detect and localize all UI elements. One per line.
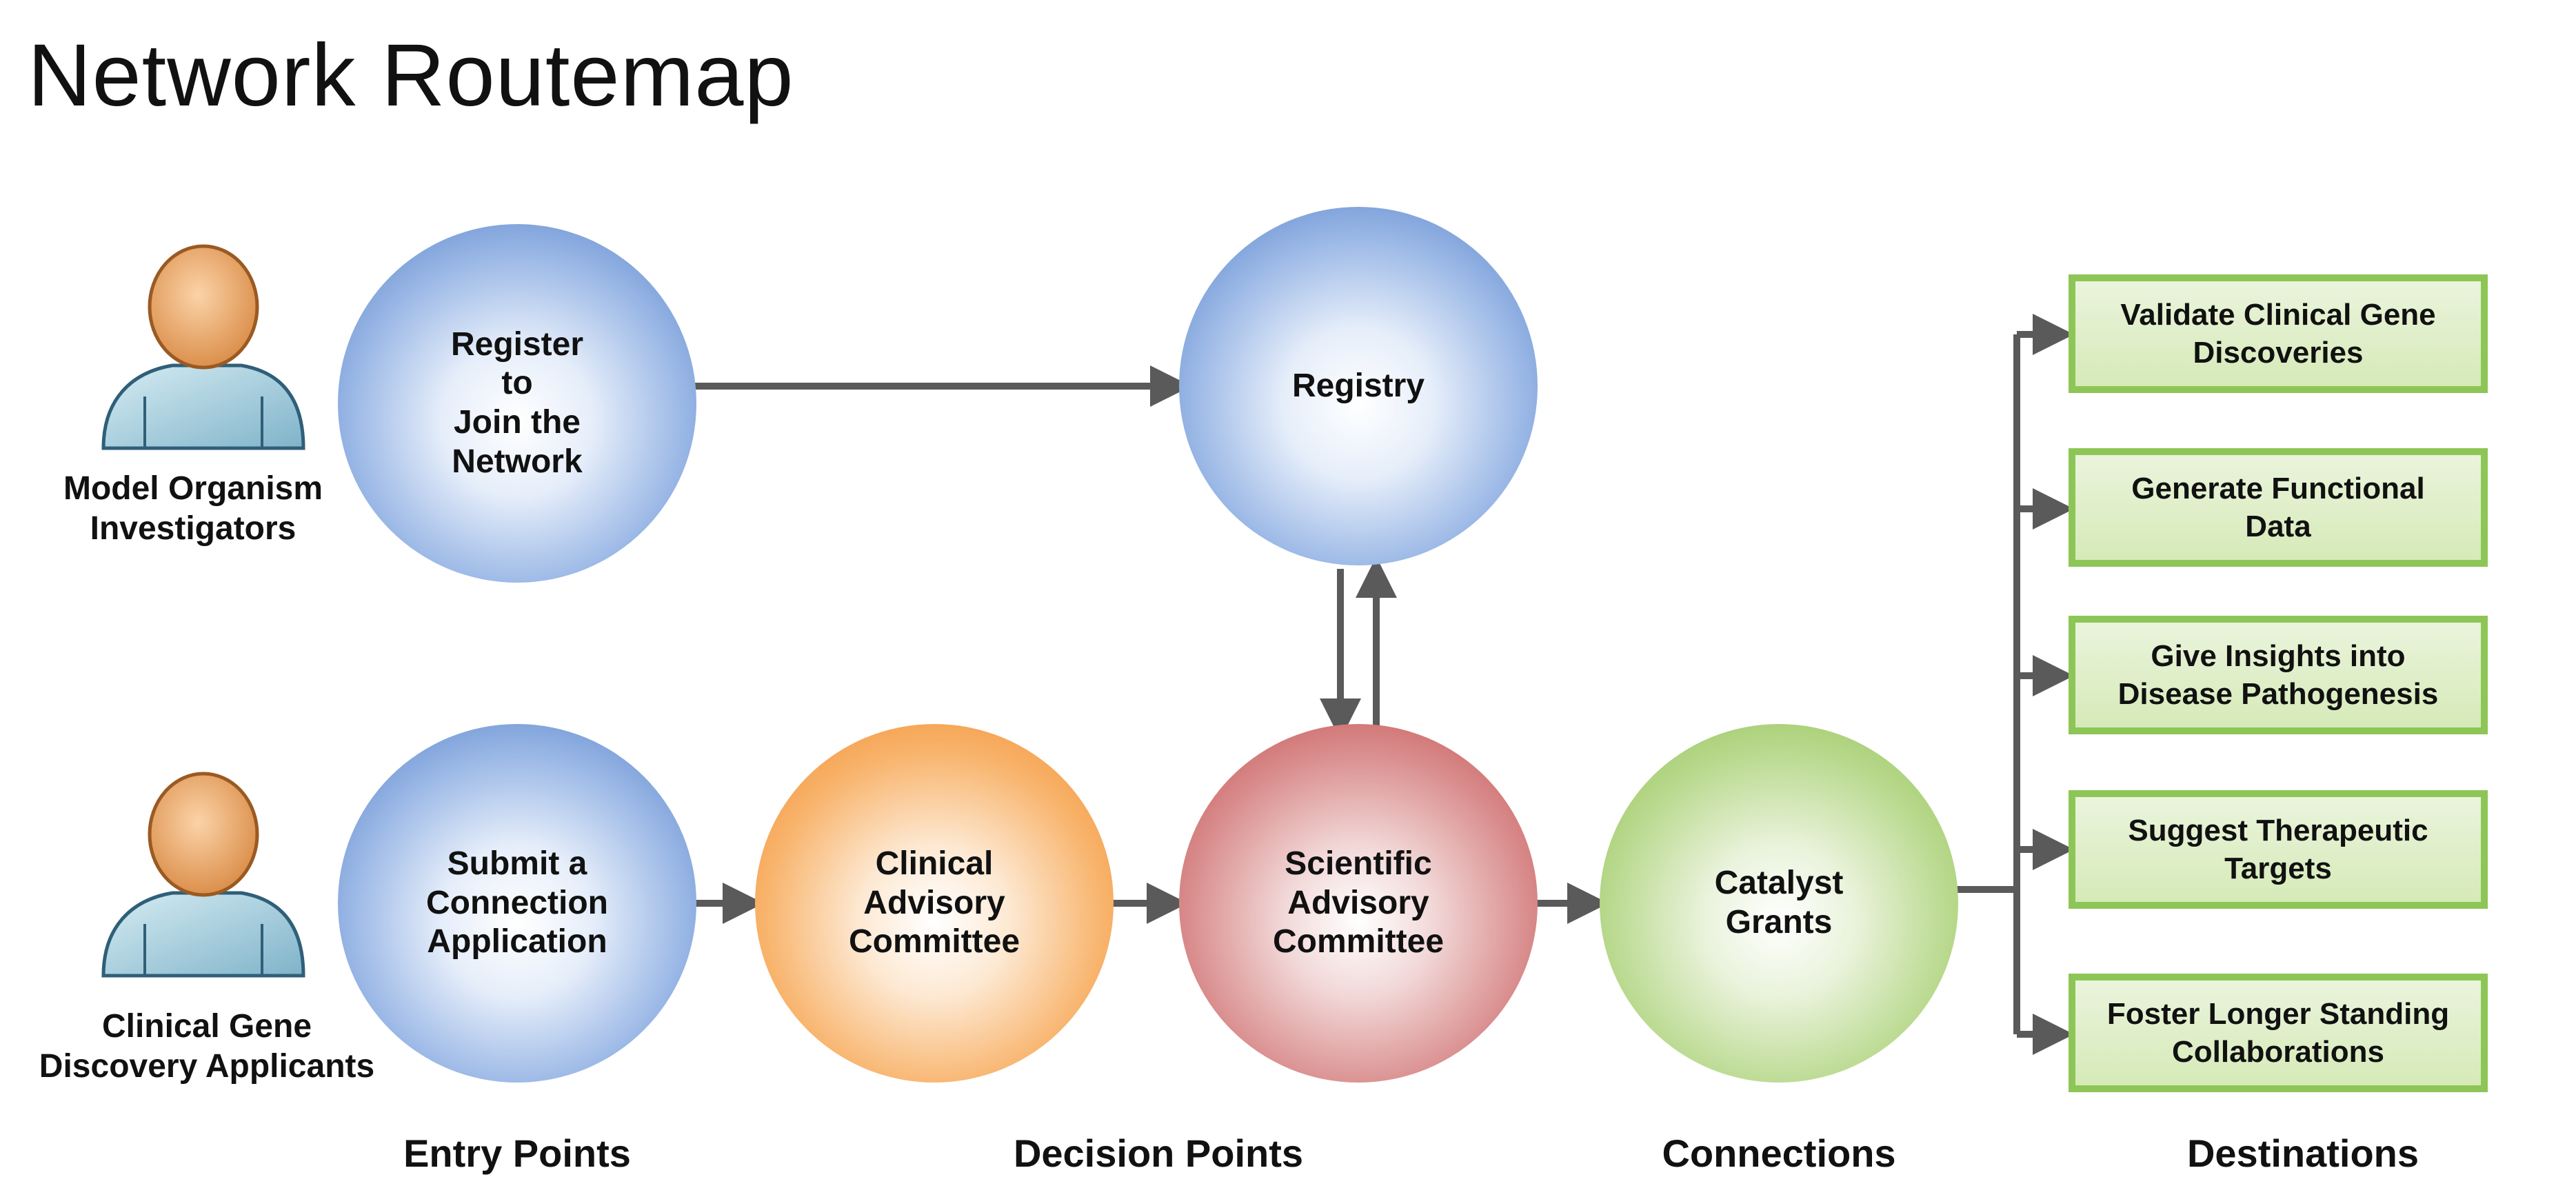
stage-label-destinations: Destinations (2186, 1131, 2419, 1175)
stage-label-decision-points: Decision Points (1013, 1131, 1304, 1175)
stage-label-connections: Connections (1662, 1131, 1896, 1175)
stage-label-entry-points: Entry Points (403, 1131, 631, 1175)
person-icon (101, 244, 305, 450)
page-title: Network Routemap (28, 26, 794, 125)
node-registry: Registry (1179, 207, 1538, 565)
person-icon (101, 772, 305, 978)
